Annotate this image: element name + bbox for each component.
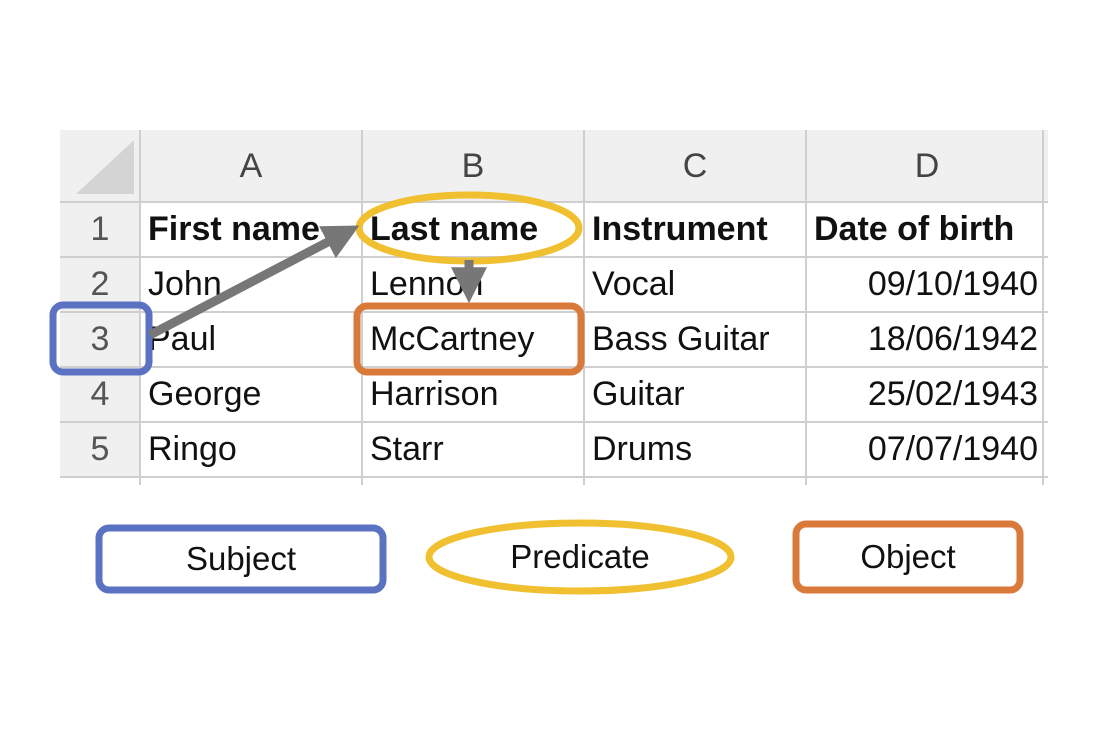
row-header-1[interactable]: 1: [60, 202, 140, 257]
grid-hline: [60, 311, 1048, 313]
cell-d5[interactable]: 07/07/1940: [867, 430, 1038, 468]
cell-d3[interactable]: 18/06/1942: [867, 320, 1038, 358]
cell-a4[interactable]: George: [148, 375, 262, 413]
grid-hline: [60, 366, 1048, 368]
corner-triangle-icon: [76, 140, 134, 194]
column-header-b[interactable]: B: [362, 130, 584, 202]
cell-b5[interactable]: Starr: [370, 430, 444, 468]
legend-predicate-ellipse: [425, 519, 735, 595]
row-header-3[interactable]: 3: [60, 312, 140, 367]
predicate-highlight-ellipse: [355, 191, 583, 265]
legend-predicate-label: Predicate: [510, 538, 650, 575]
cell-c5[interactable]: Drums: [592, 430, 693, 468]
grid-hline: [60, 201, 1048, 203]
cell-a2[interactable]: John: [148, 265, 222, 303]
select-all-corner[interactable]: [60, 130, 140, 202]
grid-vline: [583, 130, 585, 485]
object-highlight-box: [353, 302, 585, 376]
row-header-5[interactable]: 5: [60, 422, 140, 477]
grid-hline: [60, 476, 1048, 478]
cell-d1[interactable]: Date of birth: [814, 210, 1015, 248]
grid-vline: [805, 130, 807, 485]
cell-d2[interactable]: 09/10/1940: [867, 265, 1038, 303]
legend-subject-box: [95, 524, 387, 594]
cell-c2[interactable]: Vocal: [592, 265, 676, 303]
spreadsheet: A B C D 1 2 3 4 5 First name Last name I…: [60, 130, 1048, 485]
cell-b1[interactable]: Last name: [370, 210, 539, 248]
column-header-d[interactable]: D: [806, 130, 1048, 202]
legend-subject-label: Subject: [185, 540, 297, 577]
cell-a1[interactable]: First name: [148, 210, 320, 248]
subject-highlight-box: [49, 301, 153, 376]
grid-hline: [60, 256, 1048, 258]
column-header-a[interactable]: A: [140, 130, 362, 202]
legend-object-box: [792, 520, 1024, 594]
cell-a5[interactable]: Ringo: [148, 430, 237, 468]
cell-c4[interactable]: Guitar: [592, 375, 685, 413]
grid-vline: [1042, 130, 1044, 485]
cell-c1[interactable]: Instrument: [592, 210, 768, 248]
subject-to-predicate-arrow: [147, 225, 360, 339]
cell-b3[interactable]: McCartney: [370, 320, 535, 358]
cell-c3[interactable]: Bass Guitar: [592, 320, 770, 358]
column-header-c[interactable]: C: [584, 130, 806, 202]
legend-object-label: Object: [860, 538, 956, 575]
cell-d4[interactable]: 25/02/1943: [867, 375, 1038, 413]
cell-b4[interactable]: Harrison: [370, 375, 499, 413]
row-header-4[interactable]: 4: [60, 367, 140, 422]
grid-hline: [60, 421, 1048, 423]
